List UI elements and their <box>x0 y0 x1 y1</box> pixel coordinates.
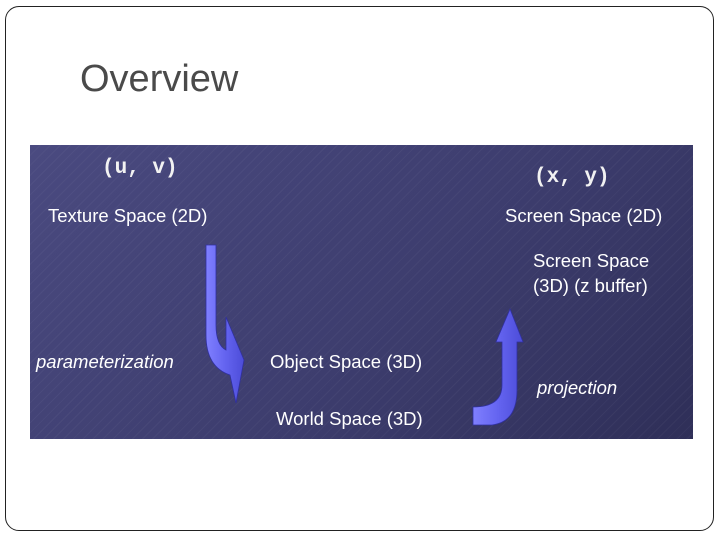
screen-space-3d-label-line1: Screen Space <box>533 250 650 271</box>
screen-space-2d-label: Screen Space (2D) <box>505 205 663 226</box>
parameterization-label: parameterization <box>36 351 174 372</box>
parameterization-arrow <box>205 244 245 404</box>
xy-coordinates-label: (x, y) <box>534 166 610 189</box>
texture-space-label: Texture Space (2D) <box>48 205 208 226</box>
screen-space-3d-label-line2: (3D) (z buffer) <box>533 275 648 296</box>
projection-arrow <box>472 307 524 426</box>
slide-title: Overview <box>80 58 239 100</box>
arrows-layer <box>205 244 524 426</box>
world-space-label: World Space (3D) <box>276 408 423 429</box>
uv-coordinates-label: (u, v) <box>102 157 178 180</box>
projection-label: projection <box>537 377 618 398</box>
object-space-label: Object Space (3D) <box>270 351 423 372</box>
panel-texture <box>30 145 693 439</box>
slide-frame <box>5 6 714 531</box>
diagram-panel: (u, v) (x, y) Texture Space (2D) Screen … <box>30 145 693 439</box>
